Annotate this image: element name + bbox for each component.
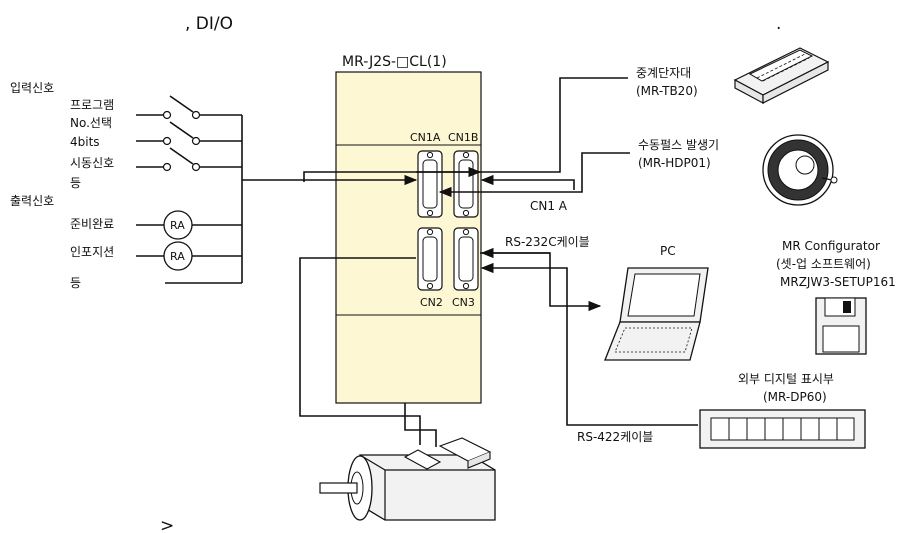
header-right-text: . bbox=[776, 14, 781, 34]
switch-icon bbox=[136, 121, 242, 146]
svg-text:RA: RA bbox=[170, 219, 185, 232]
cn2-label: CN2 bbox=[420, 296, 443, 309]
switch-icon bbox=[136, 147, 242, 172]
pulse-generator-model: (MR-HDP01) bbox=[638, 156, 711, 170]
cn3-label: CN3 bbox=[452, 296, 475, 309]
terminal-block-icon bbox=[733, 47, 830, 105]
configurator-line1: MR Configurator bbox=[782, 239, 880, 253]
cn1b-label: CN1B bbox=[448, 131, 478, 144]
connector-icon bbox=[453, 227, 479, 291]
controller-title: MR-J2S-□CL(1) bbox=[342, 54, 447, 70]
rs232c-cable-label: RS-232C케이블 bbox=[505, 235, 590, 249]
input-item-4bits: 4bits bbox=[70, 135, 100, 149]
output-item-etc: 등 bbox=[70, 276, 81, 290]
relay-icon: RA bbox=[136, 241, 242, 271]
pulse-generator-port: CN1 A bbox=[530, 199, 568, 213]
relay-icon: RA bbox=[136, 210, 242, 240]
display-model: (MR-DP60) bbox=[763, 390, 827, 404]
input-item-etc: 등 bbox=[70, 176, 81, 190]
output-item-ready: 준비완료 bbox=[70, 217, 114, 231]
servo-motor-icon bbox=[319, 437, 496, 521]
configurator-line2: (셋-업 소프트웨어) bbox=[776, 257, 871, 271]
input-item-start: 시동신호 bbox=[70, 156, 114, 170]
servo-amplifier: MR-J2S-□CL(1) CN1A CN1B CN2 CN3 bbox=[335, 54, 482, 404]
svg-text:RA: RA bbox=[170, 250, 185, 263]
terminal-block-name: 중계단자대 bbox=[636, 66, 691, 80]
floppy-disk-icon bbox=[815, 297, 867, 355]
digital-display-icon bbox=[699, 409, 866, 449]
laptop-icon bbox=[604, 267, 709, 361]
input-item-no-select: No.선택 bbox=[70, 116, 112, 130]
input-signal-title: 입력신호 bbox=[10, 81, 54, 95]
input-item-program: 프로그램 bbox=[70, 98, 114, 112]
footer-text: > bbox=[160, 516, 174, 533]
output-item-inposition: 인포지션 bbox=[70, 245, 114, 259]
connector-icon bbox=[417, 227, 443, 291]
pulse-generator-icon bbox=[762, 134, 838, 206]
pc-label: PC bbox=[660, 244, 676, 258]
display-name: 외부 디지털 표시부 bbox=[738, 372, 834, 386]
terminal-block-model: (MR-TB20) bbox=[636, 84, 698, 98]
connector-icon bbox=[417, 150, 443, 218]
header-left-text: , DI/O bbox=[185, 14, 233, 34]
pulse-generator-name: 수동펄스 발생기 bbox=[638, 138, 719, 152]
output-signal-title: 출력신호 bbox=[10, 194, 54, 208]
switch-icon bbox=[136, 95, 242, 120]
configurator-line3: MRZJW3-SETUP161 bbox=[780, 275, 896, 289]
cn1a-label: CN1A bbox=[410, 131, 441, 144]
connector-icon bbox=[453, 150, 479, 218]
rs422-cable-label: RS-422케이블 bbox=[577, 430, 653, 444]
